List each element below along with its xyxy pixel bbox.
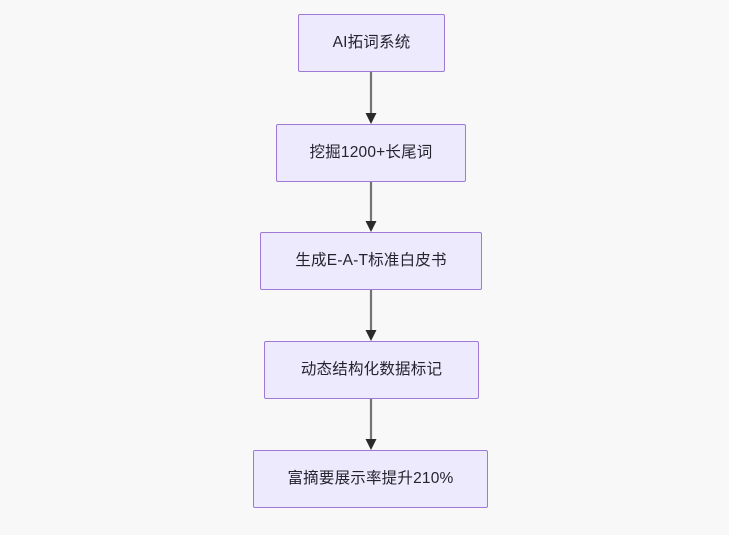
edge-node-1-to-node-2 bbox=[365, 72, 377, 124]
flowchart-node-dynamic-structured-data-markup[interactable]: 动态结构化数据标记 bbox=[264, 341, 479, 399]
edge-node-3-to-node-4 bbox=[365, 290, 377, 341]
edge-node-2-to-node-3 bbox=[365, 182, 377, 232]
flowchart-node-rich-snippet-impression-lift[interactable]: 富摘要展示率提升210% bbox=[253, 450, 488, 508]
flowchart-node-generate-eat-whitepaper[interactable]: 生成E-A-T标准白皮书 bbox=[260, 232, 482, 290]
flowchart-node-ai-keyword-system[interactable]: AI拓词系统 bbox=[298, 14, 445, 72]
edge-node-4-to-node-5 bbox=[365, 399, 377, 450]
flowchart-node-mine-longtail-keywords[interactable]: 挖掘1200+长尾词 bbox=[276, 124, 466, 182]
